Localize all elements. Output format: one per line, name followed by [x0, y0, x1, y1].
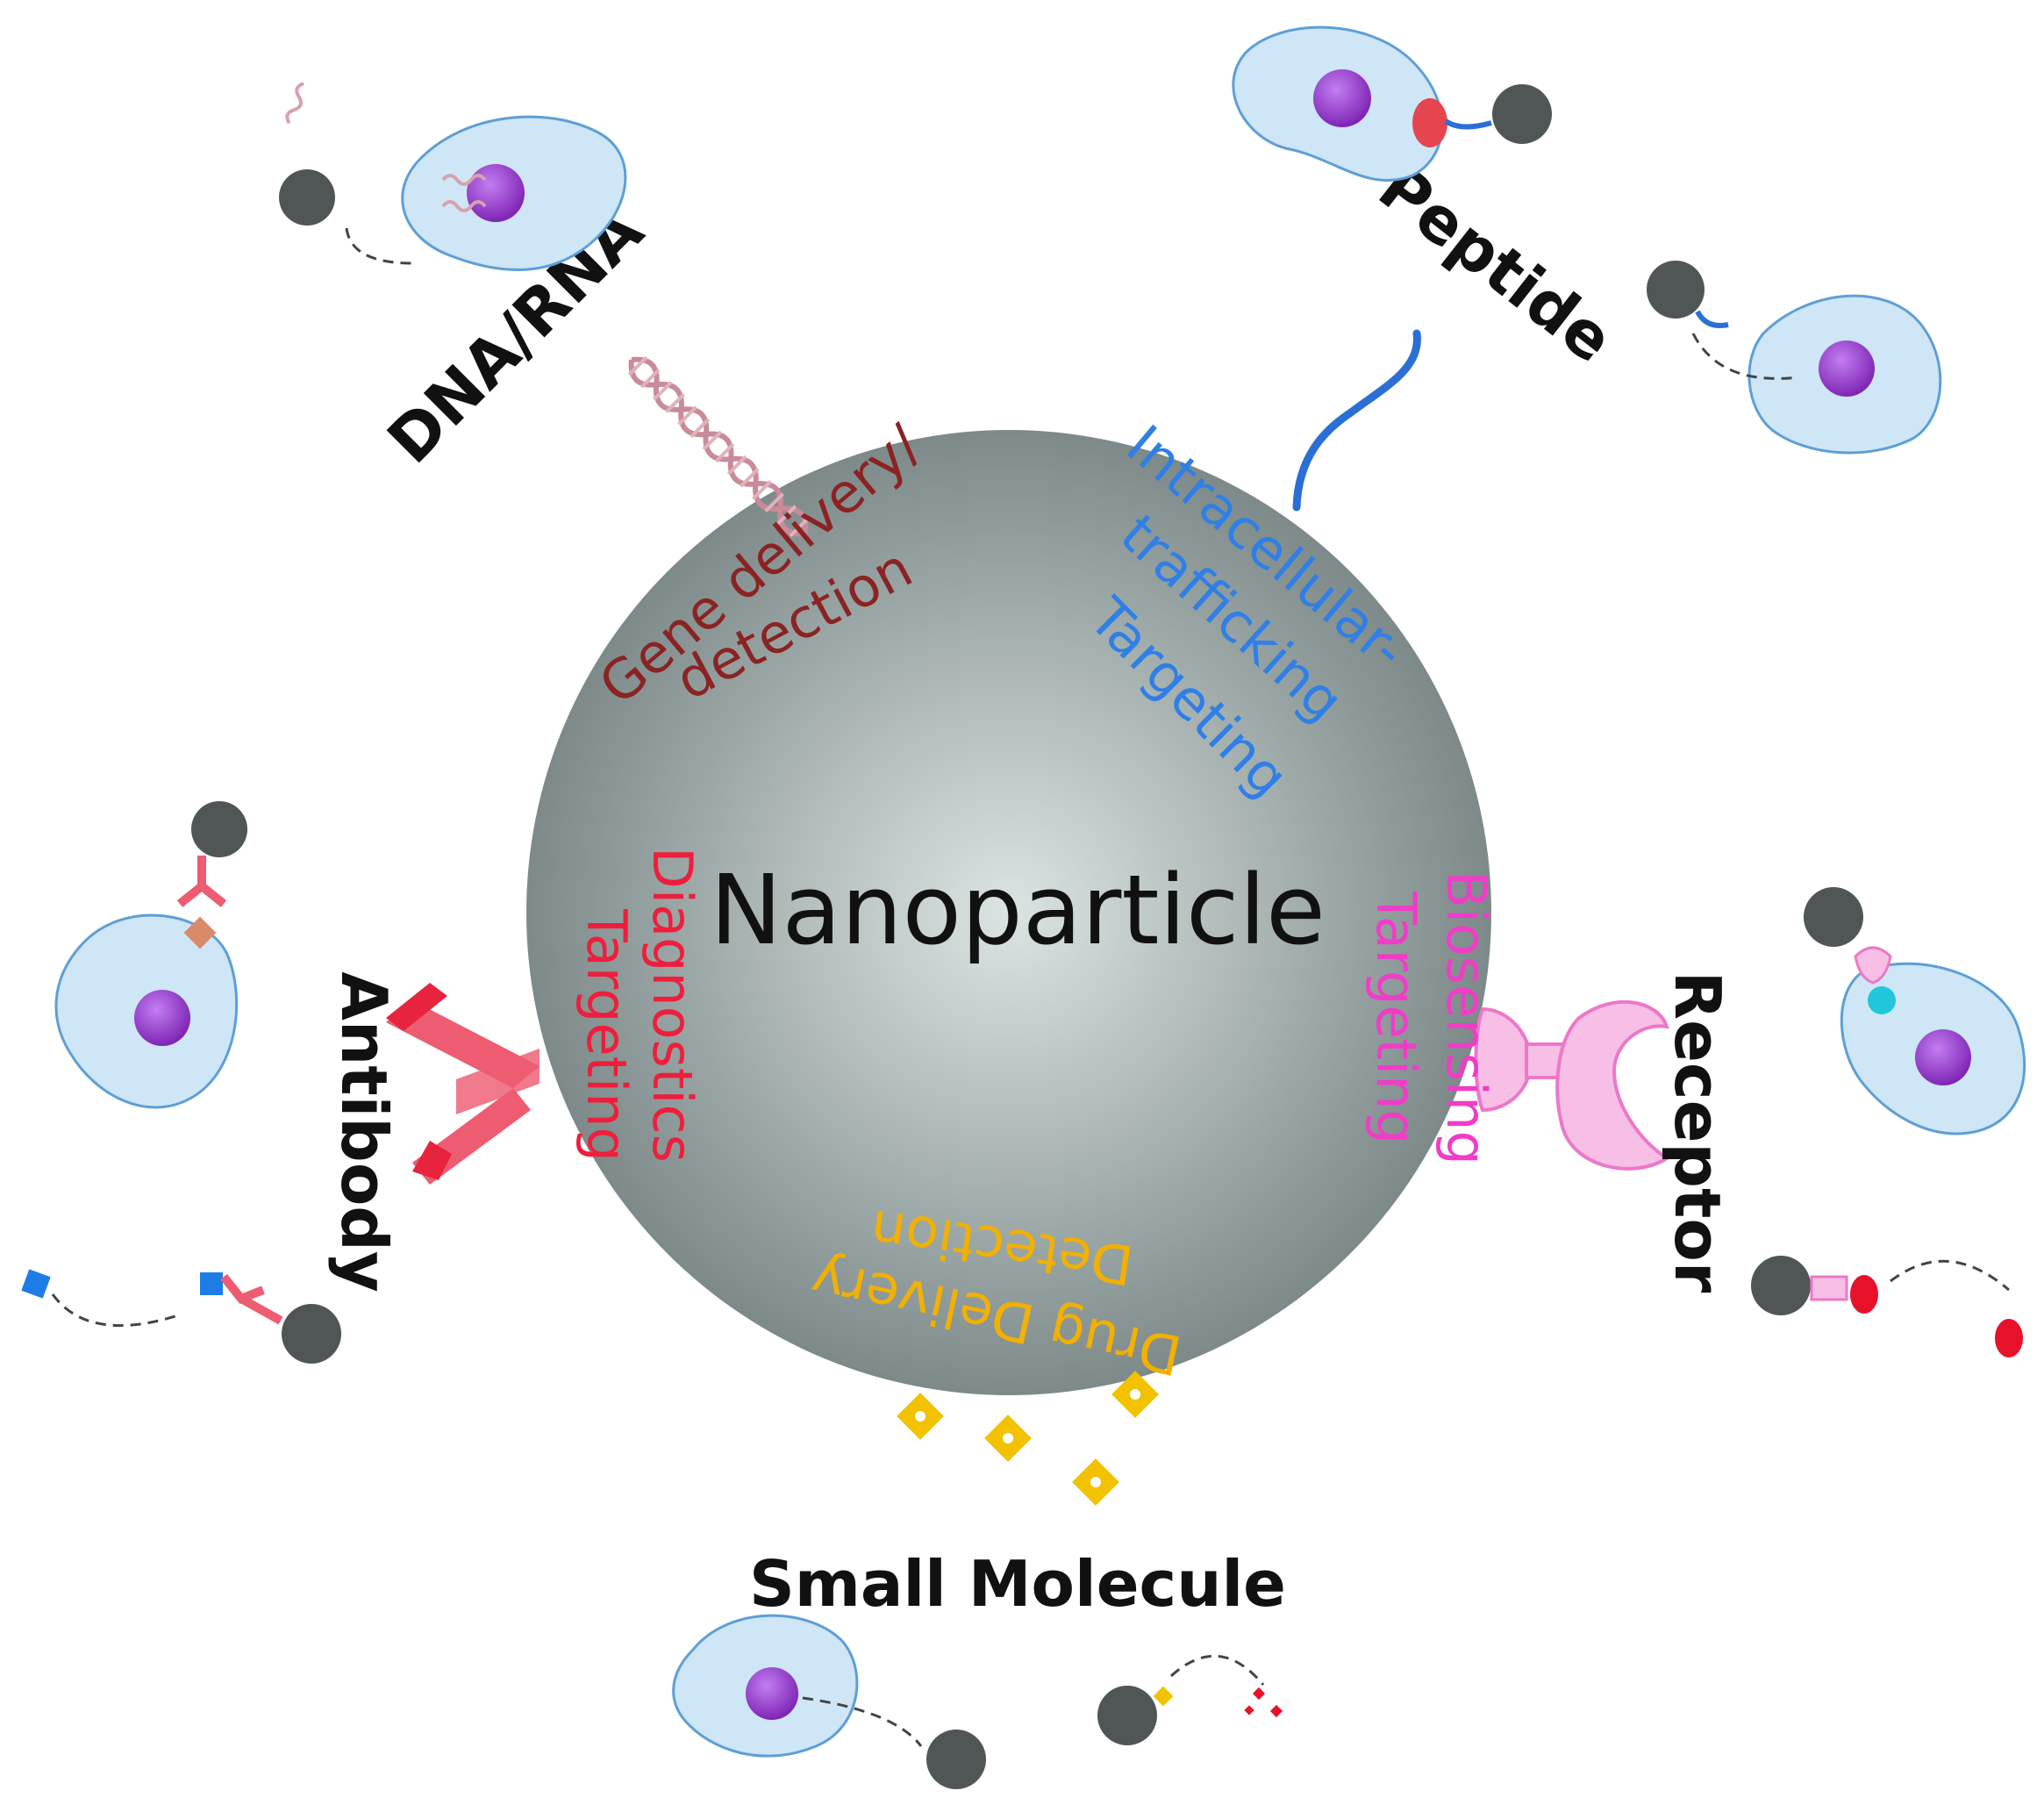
binding-site [1412, 98, 1447, 147]
small-molecule-group: Small Molecule [672, 1371, 1286, 1789]
particle [1492, 84, 1552, 144]
nanoparticle-sphere [526, 430, 1491, 1395]
particle [279, 169, 335, 226]
receptor-group: Receptor [1474, 887, 2026, 1357]
antibody-group: Antibody [21, 801, 540, 1364]
receptor-function-line2: Targeting [1364, 891, 1428, 1144]
cell-nucleus [1819, 340, 1875, 397]
antibody-function-line1: Diagnostics [640, 847, 704, 1163]
particle [1751, 1256, 1811, 1315]
cell-nucleus [134, 990, 190, 1046]
cell-nucleus [746, 1667, 798, 1720]
nanoparticle-label: Nanoparticle [710, 854, 1326, 966]
receptor-icon [1474, 999, 1670, 1171]
small-molecule-label: Small Molecule [749, 1547, 1286, 1621]
cell-nucleus [1915, 1029, 1971, 1085]
particle [282, 1304, 341, 1364]
cell-nucleus [1313, 69, 1371, 127]
target-marker [1850, 1275, 1878, 1314]
antibody-icon [220, 1273, 283, 1325]
small-molecule-icon [1153, 1686, 1174, 1707]
antigen-marker [21, 1269, 51, 1299]
receptor-icon [1854, 946, 1892, 985]
particle [1097, 1686, 1157, 1745]
target-marker [1244, 1687, 1283, 1718]
dna-helix-icon [627, 355, 810, 538]
receptor-label: Receptor [1661, 971, 1734, 1293]
particle [1804, 887, 1863, 947]
trajectory-line [51, 1293, 176, 1328]
antibody-icon [386, 983, 540, 1185]
trajectory-line [1691, 333, 1799, 380]
peptide-chain-icon [1292, 329, 1421, 512]
trajectory-line [345, 227, 413, 265]
peptide-group: Peptide [1232, 25, 1942, 512]
trajectory-line [1169, 1654, 1265, 1686]
trajectory-line [1890, 1259, 2010, 1292]
antibody-function-line2: Targeting [575, 908, 639, 1162]
receptor-icon [1810, 1275, 1848, 1301]
antibody-icon [176, 856, 227, 907]
receptor-function-line1: Biosensing [1434, 870, 1498, 1165]
target-marker [1995, 1319, 2023, 1357]
peptide-label: Peptide [1365, 150, 1626, 377]
antigen-marker [183, 916, 217, 949]
dna-rna-group: DNA/RNA [279, 82, 810, 538]
ligand-marker [1868, 986, 1896, 1014]
dna-fragment-icon [285, 82, 487, 212]
particle [926, 1730, 986, 1789]
trajectory-line [802, 1696, 923, 1747]
peptide-tether [1444, 118, 1492, 130]
cell-nucleus [467, 164, 525, 222]
particle [1647, 261, 1705, 319]
antibody-label: Antibody [327, 971, 401, 1293]
peptide-tether [1695, 310, 1729, 328]
particle [191, 801, 247, 857]
antigen-marker [200, 1272, 223, 1295]
